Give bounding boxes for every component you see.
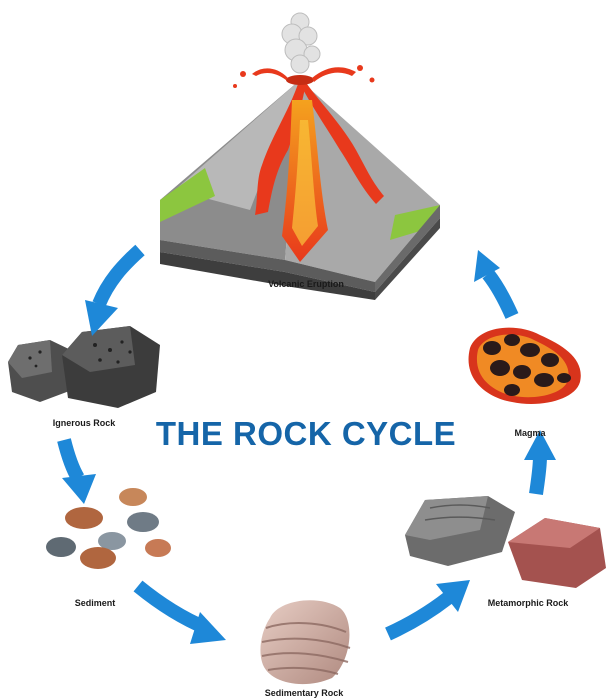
cycle-arrows bbox=[57, 244, 556, 644]
arrow-igneous-to-sediment bbox=[57, 438, 96, 504]
label-volcanic-eruption: Volcanic Eruption bbox=[268, 279, 344, 289]
label-sedimentary-rock: Sedimentary Rock bbox=[264, 688, 344, 698]
arrow-metamorphic-to-magma bbox=[524, 430, 556, 495]
metamorphic-rock-icon bbox=[405, 496, 606, 588]
arrow-sedimentary-to-metamorphic bbox=[385, 580, 470, 641]
label-magma: Magma bbox=[514, 428, 546, 438]
arrow-sediment-to-sedimentary bbox=[133, 580, 226, 644]
igneous-rock-icon bbox=[8, 326, 160, 408]
diagram-title: THE ROCK CYCLE bbox=[155, 415, 457, 452]
smoke-cloud bbox=[281, 12, 321, 74]
foliation-lines bbox=[424, 504, 496, 521]
arrow-volcano-to-igneous bbox=[85, 244, 145, 336]
sediment-layers bbox=[261, 622, 351, 675]
lava-splash bbox=[233, 65, 375, 88]
arrow-magma-to-volcano bbox=[474, 250, 519, 319]
sedimentary-rock-icon bbox=[260, 600, 351, 685]
sediment-icon bbox=[46, 488, 171, 569]
label-metamorphic-rock: Metamorphic Rock bbox=[487, 598, 569, 608]
volcano-icon bbox=[160, 12, 440, 300]
igneous-pores bbox=[28, 340, 132, 368]
label-igneous-rock: Ignerous Rock bbox=[52, 418, 116, 428]
label-sediment: Sediment bbox=[74, 598, 116, 608]
magma-icon bbox=[468, 327, 581, 404]
magma-rock-chunks bbox=[483, 334, 571, 396]
